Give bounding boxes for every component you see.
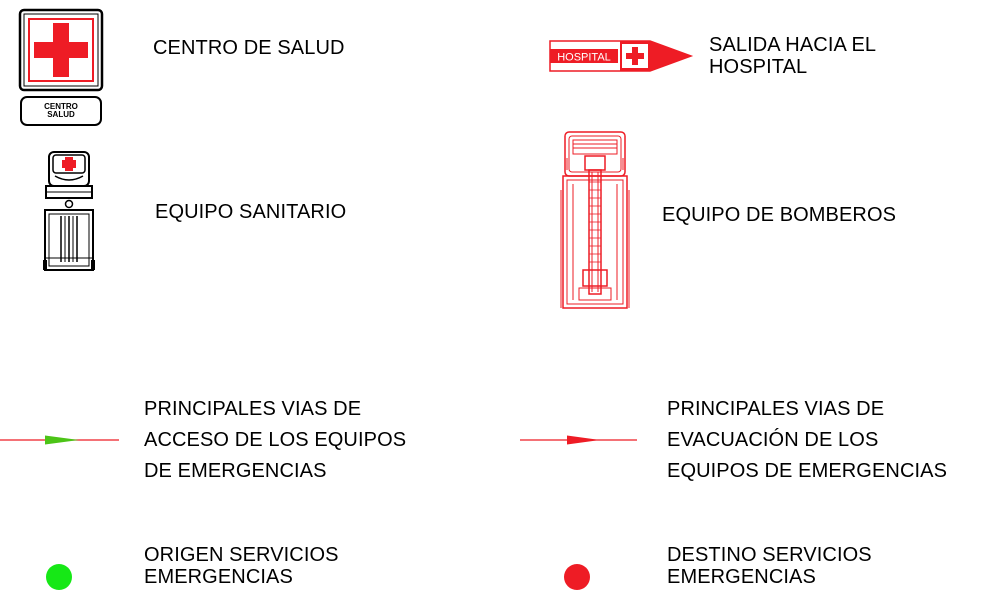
access-route-arrow-icon	[0, 432, 120, 448]
hospital-exit-label: SALIDA HACIA EL HOSPITAL	[709, 34, 876, 78]
hospital-exit-sign-icon: HOSPITAL	[548, 40, 694, 72]
origin-green-dot-icon	[46, 564, 72, 590]
hospital-sign-text: HOSPITAL	[557, 52, 611, 64]
ambulance-icon	[43, 150, 95, 274]
evacuation-routes-label-line-1: PRINCIPALES VIAS DE	[667, 398, 885, 420]
evacuation-routes-label-line-3: EQUIPOS DE EMERGENCIAS	[667, 460, 948, 482]
destination-red-dot-icon	[564, 564, 590, 590]
badge-line-2: SALUD	[47, 110, 75, 119]
ambulance-label: EQUIPO SANITARIO	[155, 201, 347, 223]
health-center-label: CENTRO DE SALUD	[153, 37, 345, 59]
access-routes-label: PRINCIPALES VIAS DE ACCESO DE LOS EQUIPO…	[144, 394, 406, 487]
health-center-badge: CENTRO SALUD	[20, 96, 102, 126]
fire-truck-icon	[559, 130, 631, 312]
origin-label: ORIGEN SERVICIOS EMERGENCIAS	[144, 544, 339, 588]
evacuation-route-arrow-icon	[520, 432, 638, 448]
hospital-exit-label-line-1: SALIDA HACIA EL	[709, 34, 877, 56]
access-routes-label-line-1: PRINCIPALES VIAS DE	[144, 398, 362, 420]
hospital-exit-label-line-2: HOSPITAL	[709, 56, 808, 78]
fire-truck-label: EQUIPO DE BOMBEROS	[662, 204, 897, 226]
access-routes-label-line-2: ACCESO DE LOS EQUIPOS	[144, 429, 407, 451]
destination-label: DESTINO SERVICIOS EMERGENCIAS	[667, 544, 872, 588]
destination-label-line-2: EMERGENCIAS	[667, 566, 816, 588]
origin-label-line-1: ORIGEN SERVICIOS	[144, 544, 339, 566]
destination-label-line-1: DESTINO SERVICIOS	[667, 544, 872, 566]
evacuation-routes-label: PRINCIPALES VIAS DE EVACUACIÓN DE LOS EQ…	[667, 394, 947, 487]
access-routes-label-line-3: DE EMERGENCIAS	[144, 460, 327, 482]
origin-label-line-2: EMERGENCIAS	[144, 566, 293, 588]
evacuation-routes-label-line-2: EVACUACIÓN DE LOS	[667, 429, 879, 451]
badge-line-1: CENTRO	[44, 102, 78, 111]
health-center-cross-icon	[18, 8, 104, 92]
